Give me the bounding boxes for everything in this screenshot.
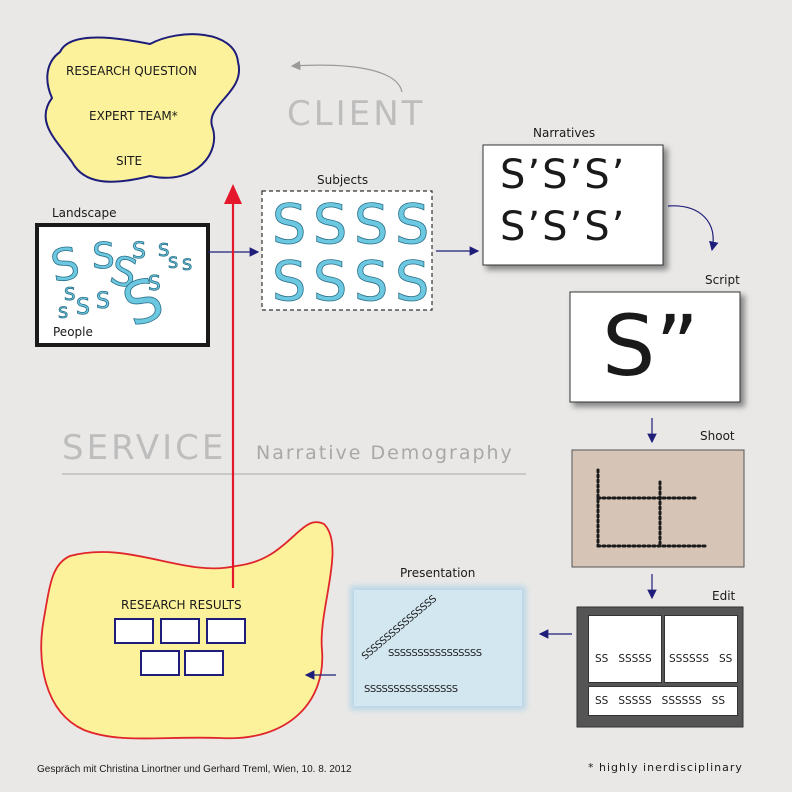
subject-glyph: S (354, 250, 389, 307)
client-label: CLIENT (287, 94, 426, 134)
presentation-scribble-3: SSSSSSSSSSSSSSSS (364, 684, 458, 695)
svg-text:S: S (64, 284, 75, 305)
subject-glyph: S (313, 193, 348, 250)
narratives-line-2: S’S’S’ (500, 204, 627, 250)
edit-panel-text: SS SSSSS SSSSSS SS (595, 695, 726, 707)
footer-note: * highly inerdisciplinary (588, 761, 743, 774)
narratives-box (482, 144, 664, 266)
edit-panel-2: SSSSSS SS (664, 615, 738, 683)
subject-glyph: S (395, 193, 430, 250)
result-box (206, 618, 246, 644)
subject-glyph: S (313, 250, 348, 307)
client-blob (44, 33, 241, 183)
svg-text:S: S (182, 255, 192, 274)
subjects-box (261, 190, 433, 311)
arrow-narratives-script (667, 205, 719, 252)
svg-text:S: S (158, 240, 169, 261)
client-item-research-question: RESEARCH QUESTION (66, 64, 198, 78)
subjects-label: Subjects (317, 173, 369, 187)
svg-text:S: S (354, 193, 388, 250)
script-label: Script (705, 273, 740, 287)
result-box (160, 618, 200, 644)
subject-glyph: S (272, 193, 307, 250)
shoot-box (571, 449, 745, 568)
subject-glyph: S (354, 193, 389, 250)
landscape-box (35, 223, 210, 347)
script-text: S” (602, 297, 699, 395)
svg-text:S: S (76, 295, 90, 320)
shoot-label: Shoot (700, 429, 735, 443)
shoot-dotted-frame (596, 468, 707, 548)
narratives-label: Narratives (533, 126, 596, 140)
edit-panel-3: SS SSSSS SSSSSS SS (588, 686, 738, 716)
service-subtitle: Narrative Demography (256, 442, 514, 464)
svg-text:S: S (148, 271, 161, 295)
client-item-expert-team: EXPERT TEAM* (89, 109, 178, 123)
edit-panel-1: SS SSSSS (588, 615, 662, 683)
people-label: People (53, 325, 93, 339)
script-box (569, 291, 741, 403)
svg-text:S: S (132, 239, 146, 264)
result-box (184, 650, 224, 676)
subjects-grid: S S S S S S S S (266, 193, 430, 307)
svg-text:S: S (58, 303, 68, 322)
svg-text:S: S (395, 250, 429, 307)
landscape-label: Landscape (52, 206, 117, 220)
red-arrowhead (224, 184, 242, 204)
client-item-site: SITE (116, 154, 143, 168)
svg-text:S: S (96, 289, 110, 314)
subject-glyph: S (395, 250, 430, 307)
presentation-scribble-2: SSSSSSSSSSSSSSSS (388, 648, 482, 659)
result-box (114, 618, 154, 644)
edit-label: Edit (712, 589, 736, 603)
svg-text:S: S (92, 236, 115, 277)
svg-text:S: S (272, 193, 306, 250)
svg-text:S: S (354, 250, 388, 307)
svg-text:S: S (168, 253, 178, 272)
footer-credit: Gespräch mit Christina Linortner und Ger… (37, 764, 352, 775)
client-feedback-arrow (290, 60, 403, 93)
edit-panel-text: SSSSSS SS (669, 653, 733, 665)
presentation-box (354, 590, 522, 706)
result-box (140, 650, 180, 676)
narratives-line-1: S’S’S’ (500, 152, 627, 198)
svg-text:S: S (272, 250, 306, 307)
service-label: SERVICE (62, 428, 227, 468)
svg-text:S: S (313, 193, 347, 250)
svg-text:S: S (395, 193, 429, 250)
svg-text:S: S (313, 250, 347, 307)
subject-glyph: S (272, 250, 307, 307)
results-label: RESEARCH RESULTS (121, 598, 242, 612)
edit-panel-text: SS SSSSS (595, 653, 652, 665)
presentation-label: Presentation (400, 566, 476, 580)
